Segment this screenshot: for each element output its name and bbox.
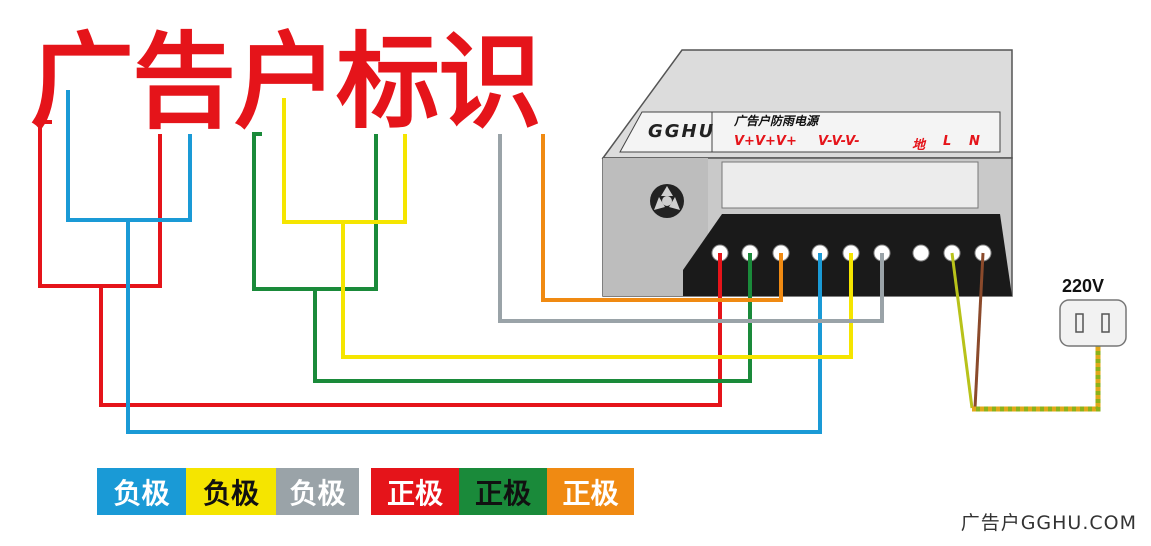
wire-red: [38, 120, 722, 407]
terminal-label-vplus: V+V+V+: [734, 134, 797, 149]
terminal-label-vminus: V-V-V-: [818, 134, 860, 149]
legend-negative-yellow: 负极: [186, 468, 276, 515]
mains-cable-stripe: [972, 346, 1101, 412]
wire-green: [252, 132, 752, 383]
wire-blue: [66, 90, 822, 434]
sign-title: 广告户标识: [30, 21, 542, 143]
polarity-legend: 负极 负极 负极 正极 正极 正极: [97, 468, 634, 515]
legend-negative-blue: 负极: [97, 468, 186, 515]
power-outlet: [1059, 299, 1127, 347]
legend-positive-orange: 正极: [547, 468, 634, 515]
terminal-label-neutral: N: [969, 134, 980, 149]
legend-positive-red: 正极: [371, 468, 459, 515]
wire-neutral: [973, 252, 985, 409]
wire-gray: [498, 134, 884, 323]
site-url: 广告户GGHU.COM: [960, 512, 1137, 534]
wires: [38, 90, 1101, 434]
legend-positive-green: 正极: [459, 468, 547, 515]
outlet-voltage: 220V: [1062, 276, 1105, 296]
psu-label-panel: [619, 111, 1001, 153]
wire-orange: [541, 134, 783, 302]
terminal-label-ground: 地: [912, 138, 926, 153]
psu-name: 广告户防雨电源: [734, 114, 819, 128]
screw-ground: [912, 244, 930, 262]
mains-cable: [972, 346, 1101, 412]
outlet-slot-right: [1101, 313, 1110, 333]
fan-icon: [650, 184, 684, 218]
psu-brand: GGHU: [648, 121, 716, 142]
wire-earth: [950, 252, 974, 409]
terminal-label-live: L: [943, 134, 952, 149]
psu-vent-window: [721, 161, 979, 209]
outlet-slot-left: [1075, 313, 1084, 333]
wire-yellow: [282, 98, 853, 359]
power-supply: [601, 49, 1013, 297]
legend-negative-gray: 负极: [276, 468, 359, 515]
